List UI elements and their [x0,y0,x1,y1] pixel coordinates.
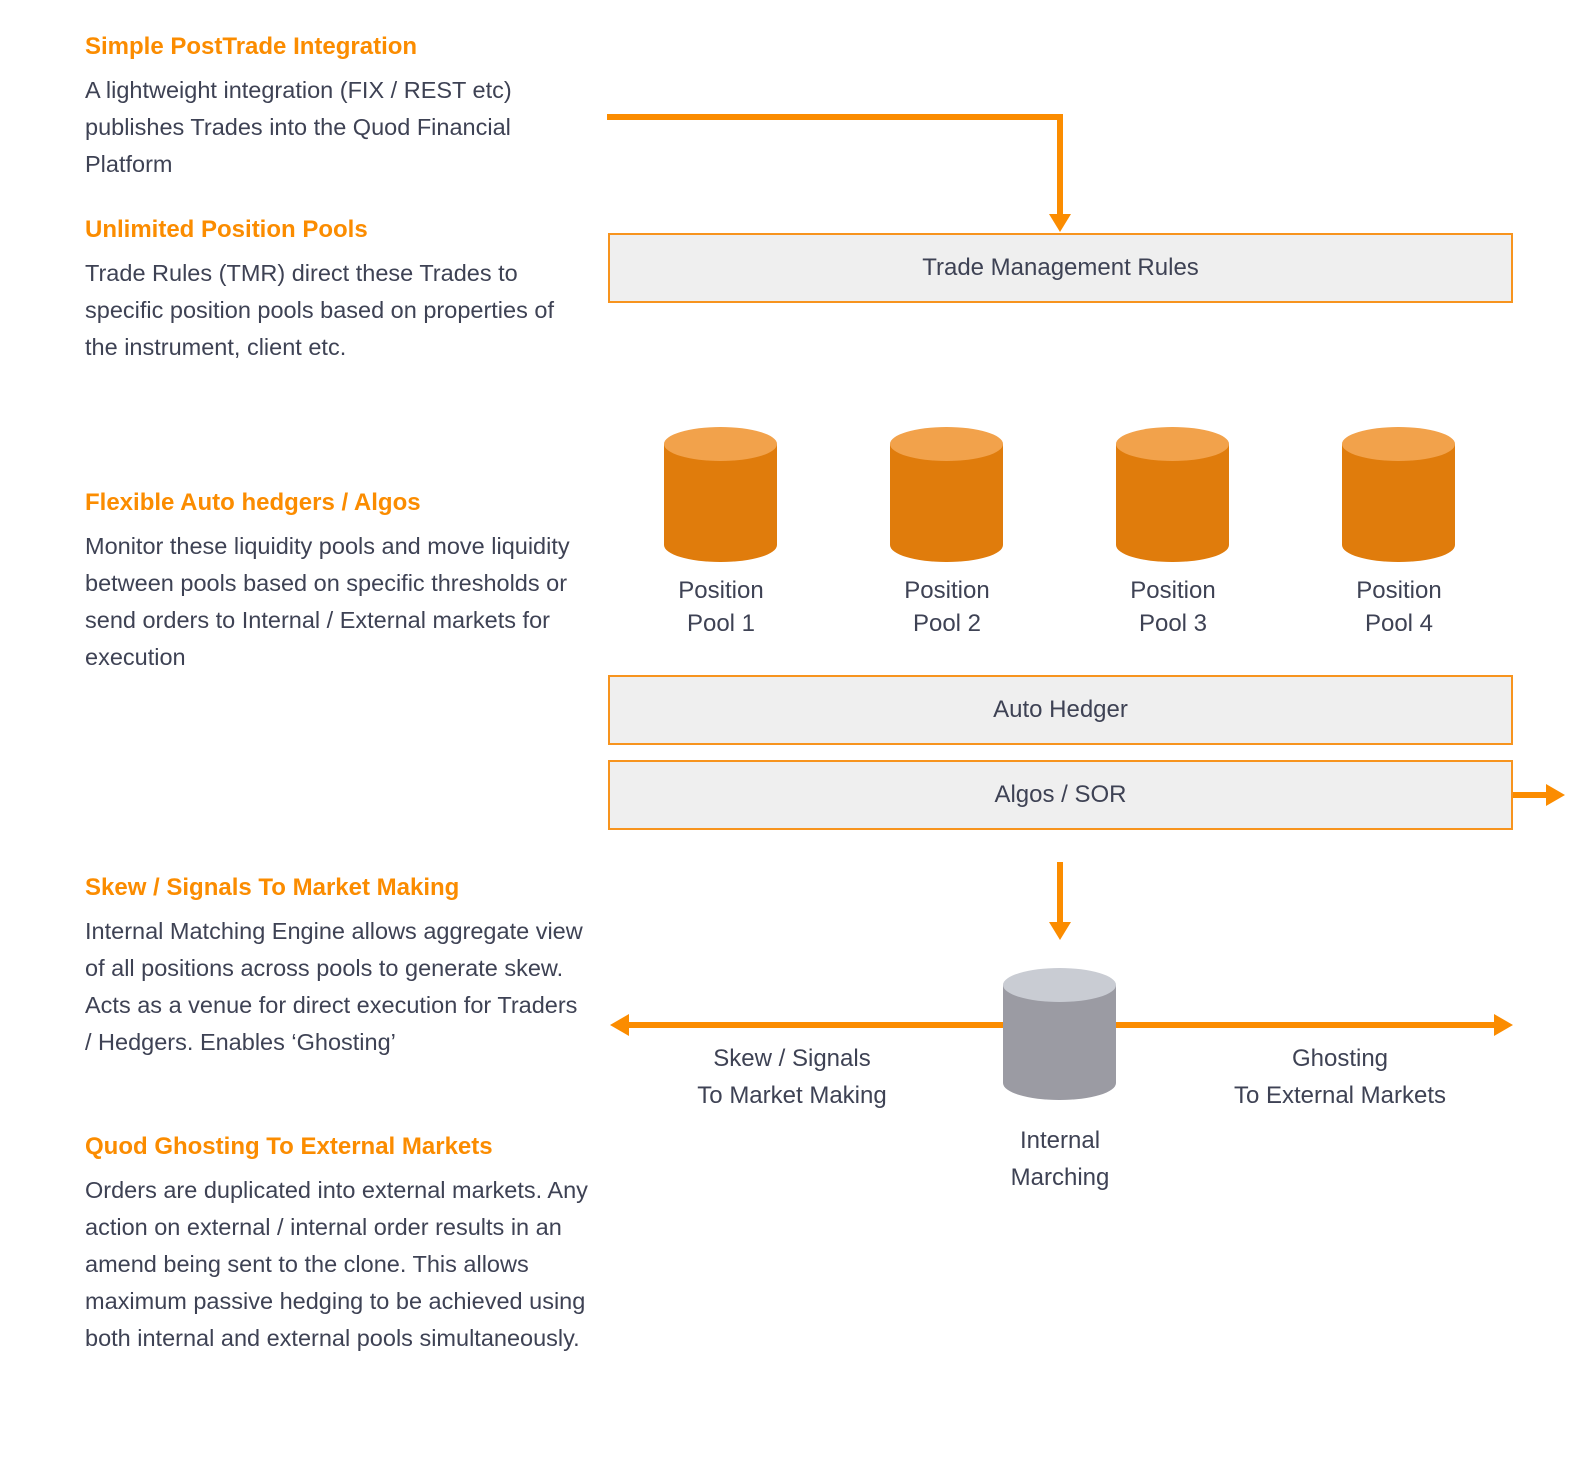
position-pool-1-label: Position Pool 1 [621,574,821,640]
cylinder-body [664,444,777,562]
connector-elbow-horizontal [607,114,1063,120]
label-line: Pool 2 [912,610,982,637]
internal-matching-cylinder-icon [1003,968,1116,1100]
note-unlimited-position-pools: Unlimited Position Pools Trade Rules (TM… [85,213,590,366]
trade-management-rules-label: Trade Management Rules [922,254,1199,281]
note-body: Trade Rules (TMR) direct these Trades to… [85,260,554,360]
position-pool-3-cylinder-icon [1116,427,1229,562]
to-internal-arrow-line [1057,862,1063,924]
label-line: Position [904,577,990,604]
note-body: Orders are duplicated into external mark… [85,1177,588,1351]
skew-signals-label: Skew / Signals To Market Making [592,1040,992,1114]
cylinder-top [890,427,1003,461]
note-heading: Simple PostTrade Integration [85,33,418,60]
algos-sor-box: Algos / SOR [608,760,1513,830]
algos-sor-label: Algos / SOR [994,781,1127,808]
skew-arrow-line [628,1022,1004,1028]
arrow-down-icon [1049,922,1071,940]
cylinder-body [890,444,1003,562]
note-heading: Unlimited Position Pools [85,216,368,243]
label-line: Position [1130,577,1216,604]
note-body: A lightweight integration (FIX / REST et… [85,77,512,177]
cylinder-top [664,427,777,461]
cylinder-top [1342,427,1455,461]
auto-hedger-label: Auto Hedger [993,696,1128,723]
algos-out-arrow-line [1513,792,1546,798]
note-flexible-auto-hedgers: Flexible Auto hedgers / Algos Monitor th… [85,486,590,676]
label-line: Pool 4 [1364,610,1434,637]
note-quod-ghosting: Quod Ghosting To External Markets Orders… [85,1130,590,1357]
position-pool-4-label: Position Pool 4 [1299,574,1499,640]
label-line: Ghosting [1291,1045,1389,1072]
cylinder-body [1342,444,1455,562]
label-line: Position [678,577,764,604]
arrow-right-icon [1494,1014,1513,1036]
cylinder-top [1003,968,1116,1002]
position-pool-2-cylinder-icon [890,427,1003,562]
trade-management-rules-box: Trade Management Rules [608,233,1513,303]
internal-matching-label: Internal Marching [960,1122,1160,1196]
note-simple-posttrade-integration: Simple PostTrade Integration A lightweig… [85,30,590,183]
note-body: Monitor these liquidity pools and move l… [85,533,570,670]
label-line: To External Markets [1233,1082,1447,1109]
connector-elbow-vertical [1057,114,1063,216]
note-body: Internal Matching Engine allows aggregat… [85,918,583,1055]
arrow-left-icon [610,1014,629,1036]
auto-hedger-box: Auto Hedger [608,675,1513,745]
arrow-down-icon [1049,214,1071,232]
note-heading: Quod Ghosting To External Markets [85,1133,493,1160]
label-line: Pool 3 [1138,610,1208,637]
cylinder-top [1116,427,1229,461]
ghosting-external-label: Ghosting To External Markets [1140,1040,1540,1114]
position-pool-3-label: Position Pool 3 [1073,574,1273,640]
label-line: To Market Making [697,1082,887,1109]
ghosting-arrow-line [1115,1022,1494,1028]
label-line: Skew / Signals [713,1045,871,1072]
label-line: Pool 1 [686,610,756,637]
cylinder-body [1116,444,1229,562]
note-heading: Skew / Signals To Market Making [85,874,460,901]
note-skew-signals: Skew / Signals To Market Making Internal… [85,871,590,1061]
note-heading: Flexible Auto hedgers / Algos [85,489,421,516]
cylinder-body [1003,985,1116,1100]
position-pool-4-cylinder-icon [1342,427,1455,562]
position-pool-2-label: Position Pool 2 [847,574,1047,640]
arrow-right-icon [1546,784,1565,806]
label-line: Position [1356,577,1442,604]
position-pool-1-cylinder-icon [664,427,777,562]
label-line: Internal [1019,1127,1101,1154]
label-line: Marching [1010,1164,1110,1191]
